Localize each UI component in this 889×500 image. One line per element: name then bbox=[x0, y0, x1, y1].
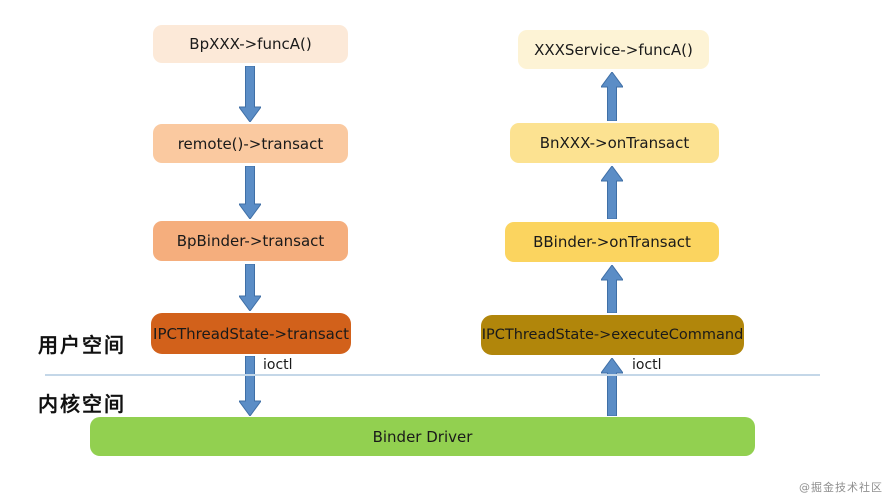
user-kernel-divider-line bbox=[45, 374, 820, 376]
flow-box-bnxxx-ontransact: BnXXX->onTransact bbox=[510, 123, 719, 163]
flow-box-binder-driver: Binder Driver bbox=[90, 417, 755, 456]
down-arrow-icon bbox=[239, 264, 261, 311]
up-arrow-icon bbox=[601, 72, 623, 121]
flow-box-bpbinder-transact: BpBinder->transact bbox=[153, 221, 348, 261]
down-arrow-icon bbox=[239, 356, 261, 416]
flow-box-xxxservice-funca: XXXService->funcA() bbox=[518, 30, 709, 69]
flow-box-ipcthreadstate-transact: IPCThreadState->transact bbox=[151, 313, 351, 354]
up-arrow-icon bbox=[601, 166, 623, 219]
flow-box-bpxxx-funca: BpXXX->funcA() bbox=[153, 25, 348, 63]
up-arrow-icon bbox=[601, 358, 623, 416]
ioctl-label-right: ioctl bbox=[632, 357, 662, 373]
kernel-space-label: 内核空间 bbox=[38, 392, 126, 416]
flow-box-bbinder-ontransact: BBinder->onTransact bbox=[505, 222, 719, 262]
watermark: @掘金技术社区 bbox=[799, 481, 883, 494]
up-arrow-icon bbox=[601, 265, 623, 313]
flow-box-remote-transact: remote()->transact bbox=[153, 124, 348, 163]
flow-box-ipcthreadstate-executecommand: IPCThreadState->executeCommand bbox=[481, 315, 744, 355]
down-arrow-icon bbox=[239, 166, 261, 219]
user-space-label: 用户空间 bbox=[38, 333, 126, 357]
ioctl-label-left: ioctl bbox=[263, 357, 293, 373]
down-arrow-icon bbox=[239, 66, 261, 122]
